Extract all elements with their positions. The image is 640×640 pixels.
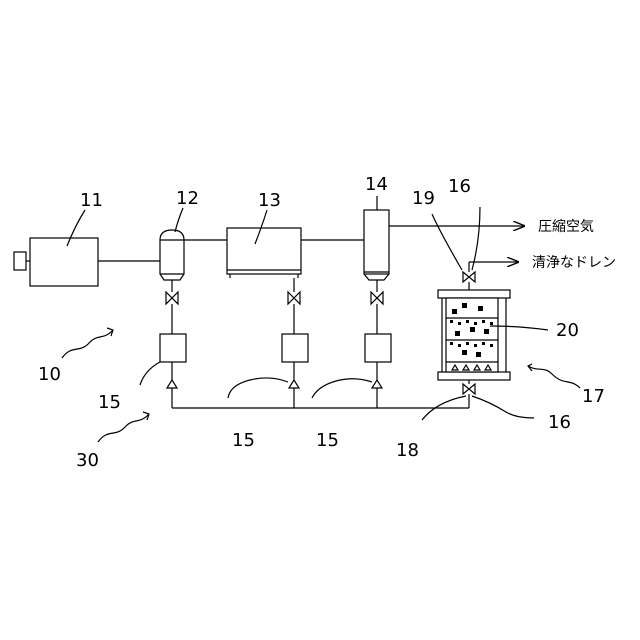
line-filter [364, 210, 389, 280]
label-filter: 14 [365, 174, 388, 195]
dryer [227, 228, 301, 278]
label-media: 20 [556, 320, 579, 341]
pointer-arrow-10 [62, 328, 113, 358]
compressor [14, 238, 98, 286]
outlet-valve [463, 262, 518, 290]
drain-branch-2 [282, 278, 308, 408]
label-drain-trap-1: 15 [98, 392, 121, 413]
label-compressed-air: 圧縮空気 [538, 219, 594, 235]
label-dryer: 13 [258, 190, 281, 211]
drain-collecting-line [172, 394, 469, 408]
drain-branch-3 [365, 280, 391, 408]
label-drain-line: 30 [76, 450, 99, 471]
inlet-valve [463, 380, 475, 394]
label-treatment-unit: 17 [582, 386, 605, 407]
label-clean-drain: 清浄なドレン [532, 255, 616, 271]
drain-branch-1 [160, 280, 186, 408]
label-valve-top: 16 [448, 176, 471, 197]
separator-tank [160, 230, 184, 280]
pointer-arrow-30 [98, 412, 149, 442]
drain-treatment-unit [438, 290, 510, 380]
label-inlet: 18 [396, 440, 419, 461]
label-separator: 12 [176, 188, 199, 209]
label-valve-bottom: 16 [548, 412, 571, 433]
label-drain-trap-3: 15 [316, 430, 339, 451]
label-compressor: 11 [80, 190, 103, 211]
label-drain-trap-2: 15 [232, 430, 255, 451]
label-outlet: 19 [412, 188, 435, 209]
label-system: 10 [38, 364, 61, 385]
pointer-arrow-17 [528, 364, 580, 388]
